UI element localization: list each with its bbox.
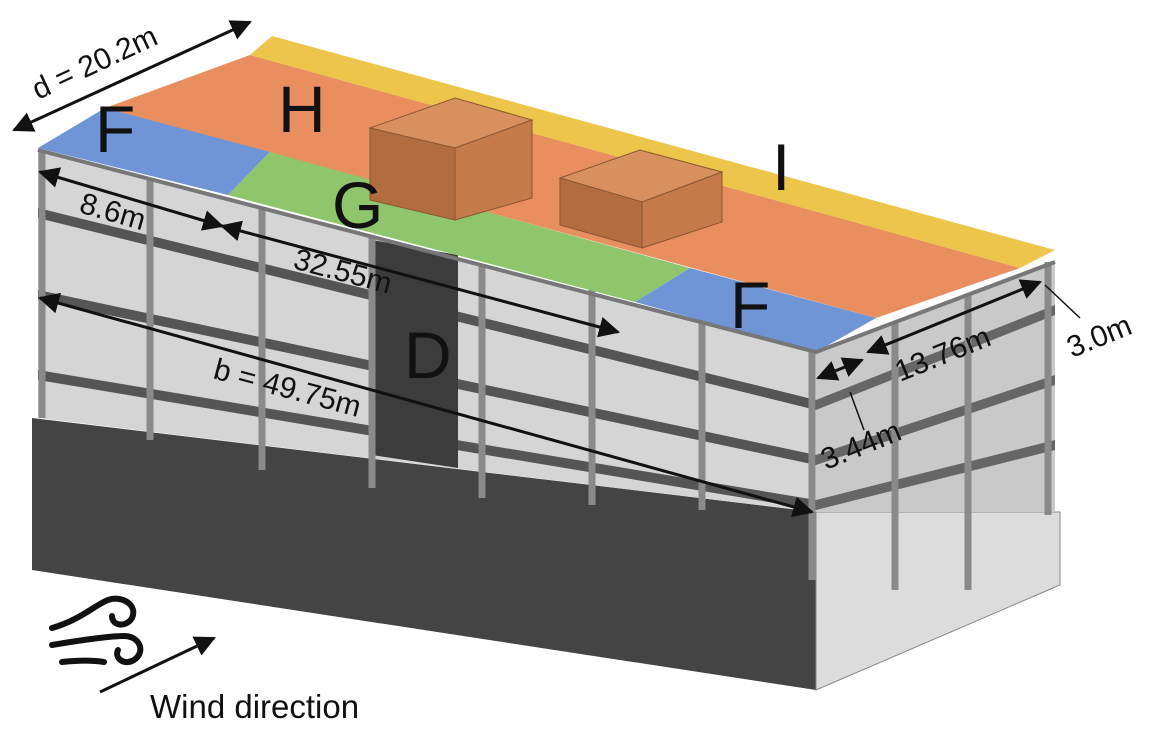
roof-zone-i [250, 36, 1055, 268]
wind-direction-arrow [99, 636, 216, 694]
building-base-side [815, 511, 1061, 691]
zone-label-d: D [404, 318, 452, 392]
dimension-arrows [12, 20, 1042, 518]
zone-label-i: I [772, 130, 790, 204]
zone-label-h: H [278, 72, 326, 146]
zone-label-g: G [332, 168, 383, 242]
wind-direction-label: Wind direction [150, 688, 359, 725]
zone-label-f-left: F [95, 92, 135, 166]
zone-label-f-right: F [730, 268, 770, 342]
dim-label-parapet: 3.0m [1062, 309, 1136, 365]
leader-lines [849, 284, 1081, 431]
wind-icon [49, 595, 144, 666]
rooftop-unit-left [368, 97, 534, 221]
